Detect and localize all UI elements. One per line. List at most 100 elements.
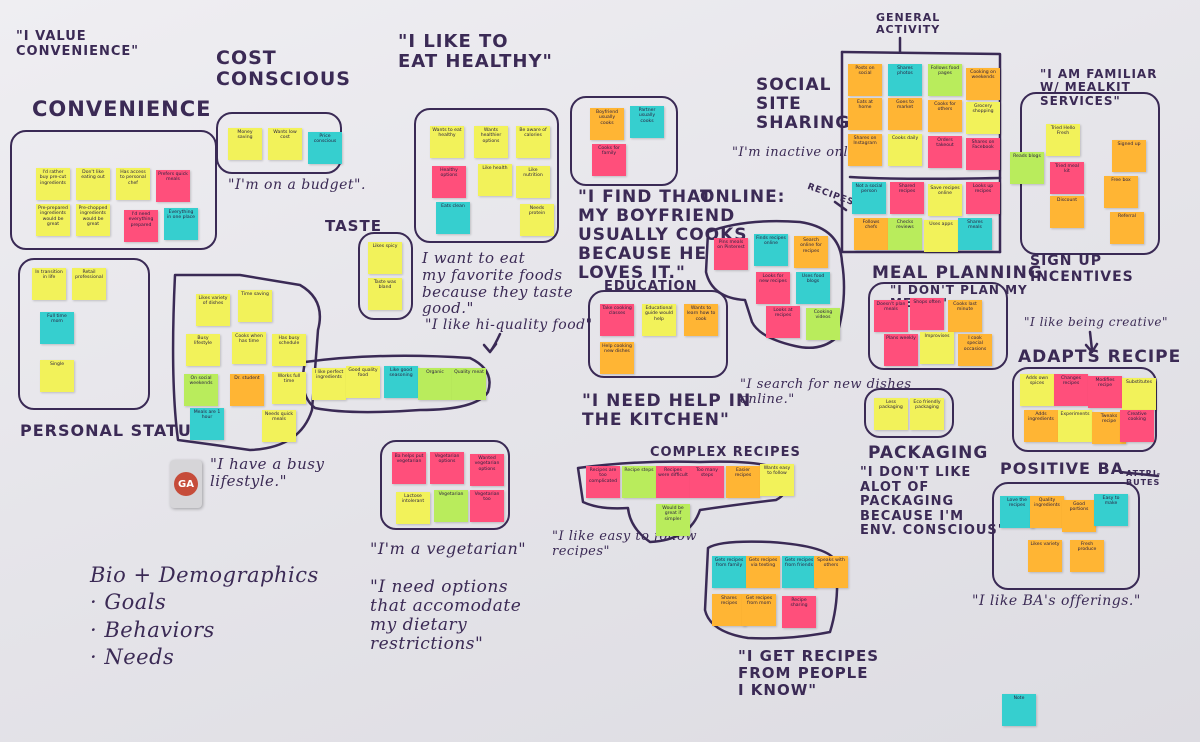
label-like-creative: "I like being creative" [1024, 315, 1169, 329]
sticky-note: Fresh produce [1070, 540, 1104, 572]
quality-arrow [482, 332, 502, 354]
sticky-note: Improvises [920, 332, 954, 364]
label-personal-status: PERSONAL STATUS [20, 421, 205, 440]
sticky-note: Recipes were difficult [656, 466, 690, 498]
sticky-note: Pins meals on Pinterest [714, 238, 748, 270]
label-ba-offerings: "I like BA's offerings." [972, 593, 1141, 609]
sticky-note: Tried meal kit [1050, 162, 1084, 194]
sticky-note: Grocery shopping [966, 102, 1000, 134]
complex-ribbon [576, 460, 788, 544]
label-adapts-recipe: ADAPTS RECIPE [1018, 347, 1182, 367]
sticky-note: Money saving [228, 128, 262, 160]
label-hi-quality: "I like hi-quality food" [425, 317, 593, 333]
social-top [840, 50, 1002, 254]
sticky-note: Gets recipes from friends [782, 556, 816, 588]
sticky-note: Eco friendly packaging [910, 398, 944, 430]
sticky-note: Love the recipes [1000, 496, 1034, 528]
sticky-note: Cooks for others [928, 100, 962, 132]
sticky-note: Looks for new recipes [756, 272, 790, 304]
sticky-note: Likes spicy [368, 242, 402, 274]
sticky-note: Price conscious [308, 132, 342, 164]
sticky-note: Plans weekly [884, 334, 918, 366]
recipes-divider [848, 175, 1002, 181]
sticky-note: Ba helps put vegetarian [392, 452, 426, 484]
sticky-note: I cook special occasions [958, 334, 992, 366]
sticky-note: Adds own spices [1020, 374, 1054, 406]
label-familiar-mealkit: "I AM FAMILIAR W/ MEALKIT SERVICES" [1040, 67, 1158, 108]
sticky-note: Modifies recipe [1088, 376, 1122, 408]
sticky-note: Reads blogs [1010, 152, 1044, 184]
sticky-note: Not a social person [852, 182, 886, 214]
sticky-note: Has access to personal chef [116, 168, 150, 200]
sticky-note: Has busy schedule [272, 334, 306, 366]
sticky-note: Quality ingredients [1030, 496, 1064, 528]
label-taste: TASTE [325, 217, 382, 235]
sticky-note: Good portions [1062, 500, 1096, 532]
sticky-note: I'd need everything prepared [124, 210, 158, 242]
ga-logo: GA [174, 472, 198, 496]
sticky-note: Pre-prepared ingredients would be great [36, 204, 70, 236]
adapts-box [1012, 367, 1157, 452]
sticky-note: Shares on Facebook [966, 138, 1000, 170]
education-box [588, 290, 728, 378]
sticky-note: Good quality food [346, 366, 380, 398]
label-complex-recipes: COMPLEX RECIPES [650, 445, 801, 460]
sticky-note: Cooks for family [592, 144, 626, 176]
label-value-convenience: "I VALUE CONVENIENCE" [16, 29, 140, 59]
label-dont-like-packaging: "I DON'T LIKE ALOT OF PACKAGING BECAUSE … [860, 465, 1006, 539]
sticky-note: Cooking on weekends [966, 68, 1000, 100]
sticky-note: Don't like eating out [76, 168, 110, 200]
label-social-site: SOCIAL SITE SHARING [756, 75, 851, 134]
sticky-note: Checks reviews [888, 218, 922, 250]
sticky-note: Taste was bland [368, 278, 402, 310]
sticky-note: Organic [418, 368, 452, 400]
sticky-note: Cooks last minute [948, 300, 982, 332]
sticky-note: I'd rather buy pre-cut ingredients [36, 168, 70, 200]
sticky-note: Easier recipes [726, 466, 760, 498]
sticky-note: Needs protein [520, 204, 554, 236]
sticky-note: Follows chefs [854, 218, 888, 250]
sticky-note: Be aware of calories [516, 126, 550, 158]
convenience-box [10, 130, 217, 250]
sticky-note: Shares photos [888, 64, 922, 96]
sticky-note: Shops often [910, 298, 944, 330]
sticky-note: Educational guide would help [642, 304, 676, 336]
sticky-note: Cooks when has time [232, 332, 266, 364]
sticky-note: Discount [1050, 196, 1084, 228]
sticky-note: Time saving [238, 290, 272, 322]
label-need-help: "I NEED HELP IN THE KITCHEN" [582, 391, 752, 431]
label-need-options: "I need options that accomodate my dieta… [370, 577, 522, 655]
sticky-note: Likes variety of dishes [196, 294, 230, 326]
boyfriend-box [570, 96, 678, 186]
healthy-box [414, 108, 559, 243]
sticky-note: Busy lifestyle [186, 334, 220, 366]
sticky-note: Wanted vegetarian options [470, 454, 504, 486]
label-cost-conscious: COST CONSCIOUS [216, 47, 351, 91]
label-recipes-from-people: "I GET RECIPES FROM PEOPLE I KNOW" [738, 647, 880, 699]
sticky-note: Meals are 1 hour [190, 408, 224, 440]
ba-attr-line [1118, 470, 1160, 478]
sticky-note: Works full time [272, 372, 306, 404]
sticky-note: Referral [1110, 212, 1144, 244]
sticky-note: Free box [1104, 176, 1138, 208]
recipes-arrow [833, 200, 848, 212]
label-meal-planning: MEAL PLANNING [872, 263, 1043, 283]
sticky-note: Pre-chopped ingredients would be great [76, 204, 110, 236]
sticky-note: Goes to market [888, 98, 922, 130]
label-bio-list: Bio + Demographics · Goals · Behaviors ·… [90, 563, 319, 669]
label-signup: SIGN UP INCENTIVES [1030, 253, 1134, 285]
sticky-note: Full time mom [40, 312, 74, 344]
sticky-note: Looks at recipes [766, 306, 800, 338]
sticky-note: Save recipes online [928, 184, 962, 216]
sticky-note: Partner usually cooks [630, 106, 664, 138]
taste-box [358, 232, 413, 320]
sticky-note: Take cooking classes [600, 304, 634, 336]
label-busy-lifestyle: "I have a busy lifestyle." [210, 455, 325, 490]
sticky-note: Like nutrition [516, 166, 550, 198]
meal-planning-box [868, 282, 1008, 370]
busy-bracket [171, 273, 322, 452]
sticky-note: Dr. student [230, 374, 264, 406]
sticky-note: Creative cooking [1120, 410, 1154, 442]
sticky-note: Needs quick meals [262, 410, 296, 442]
